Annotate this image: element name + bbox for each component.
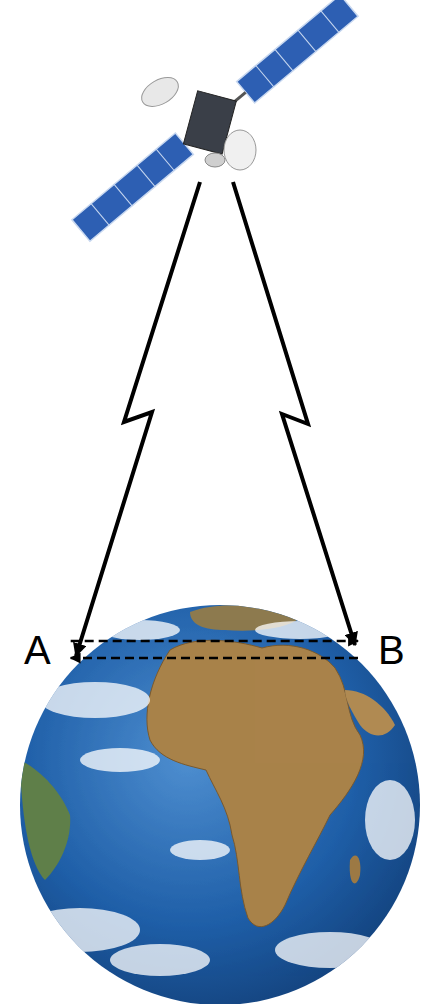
solar-panel xyxy=(72,133,193,241)
radio-path-arrow xyxy=(71,657,358,660)
radio-link xyxy=(233,182,355,645)
antenna-dish xyxy=(224,130,256,170)
madagascar-land xyxy=(350,856,361,884)
solar-panel xyxy=(237,0,358,103)
satellite xyxy=(72,0,358,241)
ground-station-label: A xyxy=(24,630,51,670)
point-label: A xyxy=(24,630,51,670)
africa-continent xyxy=(147,640,364,926)
arabia-land xyxy=(345,690,395,736)
clouds xyxy=(20,620,415,976)
radio-link xyxy=(76,182,200,656)
ground-station-label: B xyxy=(378,630,405,670)
antenna-dish xyxy=(205,153,225,167)
radio-path-arrow xyxy=(71,640,358,643)
antenna-dish xyxy=(137,72,184,113)
point-label: B xyxy=(378,630,405,670)
earth-globe xyxy=(20,605,420,1004)
south-america-land xyxy=(20,760,70,880)
ocean xyxy=(20,605,420,1004)
